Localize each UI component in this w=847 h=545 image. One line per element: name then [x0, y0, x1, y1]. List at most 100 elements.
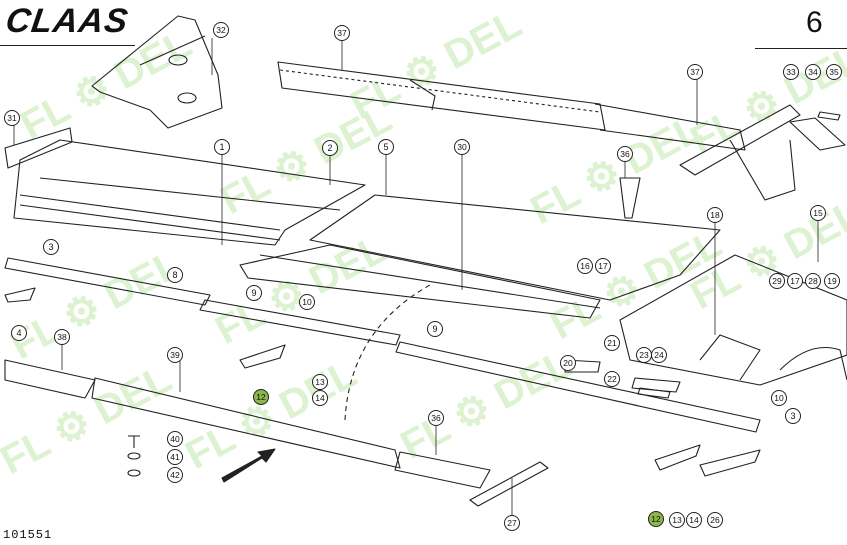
part-39-plate — [91, 377, 401, 469]
callout-bubble: 36 — [617, 146, 633, 162]
assembly-arc — [344, 284, 431, 421]
callout-bubble: 19 — [824, 273, 840, 289]
page-number: 6 — [806, 6, 823, 39]
callout-circle — [604, 371, 620, 387]
callout-bubble: 30 — [454, 139, 470, 155]
callout-circle — [167, 347, 183, 363]
callout-bubble: 18 — [707, 207, 723, 223]
callout-bubble: 9 — [246, 285, 262, 301]
callout-label: 14 — [315, 393, 325, 403]
part-40-bolt — [128, 435, 140, 448]
callout-bubble: 36 — [428, 410, 444, 426]
part-8-strip — [4, 257, 211, 306]
callout-bubble: 22 — [604, 371, 620, 387]
callout-bubble: 10 — [771, 390, 787, 406]
part-36-bracket — [619, 177, 641, 219]
callout-bubble: 3 — [785, 408, 801, 424]
callout-circle — [824, 273, 840, 289]
parts-linework — [4, 15, 847, 507]
watermark-text: FL ⚙ DEL — [4, 242, 189, 368]
callout-bubble: 17 — [787, 273, 803, 289]
callout-label: 36 — [620, 149, 630, 159]
callout-label: 36 — [431, 413, 441, 423]
callout-circle — [454, 139, 470, 155]
callout-circle — [54, 329, 70, 345]
watermark-text: FL ⚙ DEL — [524, 107, 709, 233]
callout-label: 34 — [808, 67, 818, 77]
callout-label: 22 — [607, 374, 617, 384]
callout-bubble: 2 — [322, 140, 338, 156]
callout-label: 32 — [216, 25, 226, 35]
callout-circle — [785, 408, 801, 424]
watermark-layer: FL ⚙ DEL FL ⚙ DEL FL ⚙ DEL FL ⚙ DEL FL ⚙… — [0, 2, 847, 483]
callout-label: 17 — [598, 261, 608, 271]
part-38-plate — [4, 359, 96, 399]
callout-label: 12 — [256, 392, 266, 402]
callout-label: 3 — [790, 411, 795, 421]
callout-bubble: 35 — [826, 64, 842, 80]
callout-circle — [428, 410, 444, 426]
callout-bubble: 33 — [783, 64, 799, 80]
watermark-text: FL ⚙ DEL — [684, 37, 847, 163]
callout-bubble: 34 — [805, 64, 821, 80]
callout-label: 18 — [710, 210, 720, 220]
callout-circle — [686, 512, 702, 528]
callout-bubble: 13 — [312, 374, 328, 390]
callout-bubble: 12 — [253, 389, 269, 405]
callout-label: 37 — [337, 28, 347, 38]
callout-circle — [334, 25, 350, 41]
callout-circle — [427, 321, 443, 337]
callout-circle — [805, 273, 821, 289]
callout-circle — [11, 325, 27, 341]
callout-bubble: 12 — [648, 511, 664, 527]
callout-circle — [769, 273, 785, 289]
callout-circle — [560, 355, 576, 371]
callout-circle — [595, 258, 611, 274]
part-41-nut — [127, 452, 141, 460]
callout-label: 13 — [315, 377, 325, 387]
callout-label: 10 — [302, 297, 312, 307]
callout-label: 12 — [651, 514, 661, 524]
callout-label: 42 — [170, 470, 180, 480]
callout-label: 24 — [654, 350, 664, 360]
callout-bubble: 5 — [378, 139, 394, 155]
callout-label: 17 — [790, 276, 800, 286]
callout-circle — [810, 205, 826, 221]
part-37-tube — [277, 61, 606, 131]
callout-bubble: 29 — [769, 273, 785, 289]
callout-label: 9 — [432, 324, 437, 334]
callout-label: 37 — [690, 67, 700, 77]
callout-bubble: 23 — [636, 347, 652, 363]
callout-label: 41 — [170, 452, 180, 462]
callout-circle — [604, 335, 620, 351]
callout-bubble: 32 — [213, 22, 229, 38]
callout-bubble: 24 — [651, 347, 667, 363]
callout-bubble: 14 — [312, 390, 328, 406]
callout-circle — [648, 511, 664, 527]
callout-bubble: 26 — [707, 512, 723, 528]
callout-bubble: 37 — [334, 25, 350, 41]
callout-bubble: 8 — [167, 267, 183, 283]
callout-circle — [504, 515, 520, 531]
callout-circle — [787, 273, 803, 289]
part-1-floor-plate — [13, 139, 366, 246]
callout-leaders — [13, 38, 819, 518]
watermark-text: FL ⚙ DEL — [344, 2, 529, 128]
callout-circle — [783, 64, 799, 80]
callout-circle — [669, 512, 685, 528]
callout-bubble: 20 — [560, 355, 576, 371]
callout-circle — [378, 139, 394, 155]
header-rule-right — [755, 48, 847, 49]
callout-bubble: 17 — [595, 258, 611, 274]
callout-circle — [322, 140, 338, 156]
callout-label: 20 — [563, 358, 573, 368]
callout-circle — [299, 294, 315, 310]
watermark-text: FL ⚙ DEL — [179, 352, 364, 478]
callout-label: 27 — [507, 518, 517, 528]
callout-circle — [312, 390, 328, 406]
header-rule-left — [0, 45, 135, 46]
callout-bubble: 10 — [299, 294, 315, 310]
callout-circle — [167, 267, 183, 283]
